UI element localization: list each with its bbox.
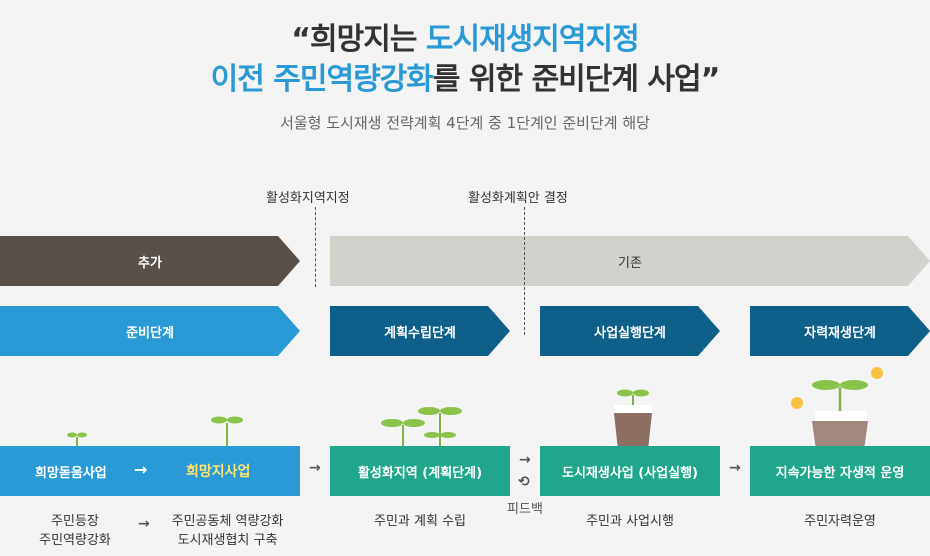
program-revitalization: 활성화지역 (계획단계) (330, 446, 510, 496)
title-text-1a: 희망지는 (310, 22, 426, 57)
stage-prep-label: 준비단계 (126, 325, 174, 341)
program-sustainable-label: 지속가능한 자생적 운영 (775, 465, 905, 481)
title-quote-close: ” (700, 62, 721, 97)
sprout-group-icon (381, 407, 462, 450)
program-urban-regen: 도시재생사업 (사업실행) (540, 446, 720, 496)
stage-planning-label: 계획수립단계 (384, 325, 456, 341)
sprout-medium-icon (211, 416, 243, 450)
title-line-1: “희망지는 도시재생지역지정 (0, 14, 930, 58)
connector-arrow-icon: → (519, 452, 531, 468)
feedback-cycle-icon: ⟲ (518, 474, 530, 490)
marker-plan-decision-line (524, 207, 525, 335)
desc-hope-support-line2: 주민역량강화 (39, 533, 111, 548)
program-revitalization-label: 활성화지역 (계획단계) (357, 465, 483, 481)
marker-designation-label: 활성화지역지정 (266, 191, 350, 206)
program-urban-regen-label: 도시재생사업 (사업실행) (561, 465, 698, 481)
desc-hope-land: 주민공동체 역량강화 도시재생협치 구축 (155, 512, 300, 550)
stage-self-sustain: 자력재생단계 (750, 306, 930, 356)
program-hope-support: 희망돋움사업 (35, 466, 107, 481)
title-quote-open: “ (291, 22, 311, 57)
marker-plan-decision-label: 활성화계획안 결정 (468, 191, 568, 206)
stage-self-sustain-label: 자력재생단계 (804, 325, 876, 341)
desc-urban-regen: 주민과 사업시행 (586, 514, 674, 529)
program-sustainable: 지속가능한 자생적 운영 (750, 446, 930, 496)
desc-hope-support-line1: 주민등장 (51, 514, 99, 529)
connector-arrow-icon: → (729, 460, 741, 476)
subtitle: 서울형 도시재생 전략계획 4단계 중 1단계인 준비단계 해당 (280, 114, 650, 132)
title-line-2: 이전 주민역량강화를 위한 준비단계 사업” (0, 54, 930, 98)
stage-prep: 준비단계 (0, 306, 300, 356)
desc-hope-land-line1: 주민공동체 역량강화 (171, 514, 284, 529)
band-added-label: 추가 (138, 255, 162, 271)
band-existing: 기존 (330, 236, 930, 286)
title-highlight-2: 이전 주민역량강화 (210, 62, 434, 97)
sprout-small-icon (67, 432, 87, 450)
title-highlight-1: 도시재생지역지정 (425, 22, 640, 57)
title-text-2b: 를 위한 준비단계 사업 (432, 62, 702, 97)
band-added: 추가 (0, 236, 300, 286)
connector-arrow-icon: → (309, 460, 321, 476)
desc-arrow-icon: → (138, 516, 150, 532)
desc-sustainable: 주민자력운영 (804, 514, 876, 529)
program-hope-combo: 희망돋움사업 → 희망지사업 (0, 446, 300, 496)
program-hope-land: 희망지사업 (186, 464, 251, 480)
band-existing-label: 기존 (618, 255, 642, 271)
marker-designation-line (315, 207, 316, 287)
stage-planning: 계획수립단계 (330, 306, 510, 356)
desc-revitalization: 주민과 계획 수립 (374, 514, 466, 529)
stage-execution-label: 사업실행단계 (594, 325, 666, 341)
desc-hope-land-line2: 도시재생협치 구축 (177, 533, 278, 548)
plant-illustrations (67, 367, 883, 450)
arrow-right-icon: → (134, 460, 148, 479)
potted-sprout-icon (614, 389, 652, 450)
potted-plant-coins-icon (791, 367, 883, 450)
stage-execution: 사업실행단계 (540, 306, 720, 356)
desc-feedback: 피드백 (507, 502, 543, 517)
desc-hope-support: 주민등장 주민역량강화 (20, 512, 130, 550)
